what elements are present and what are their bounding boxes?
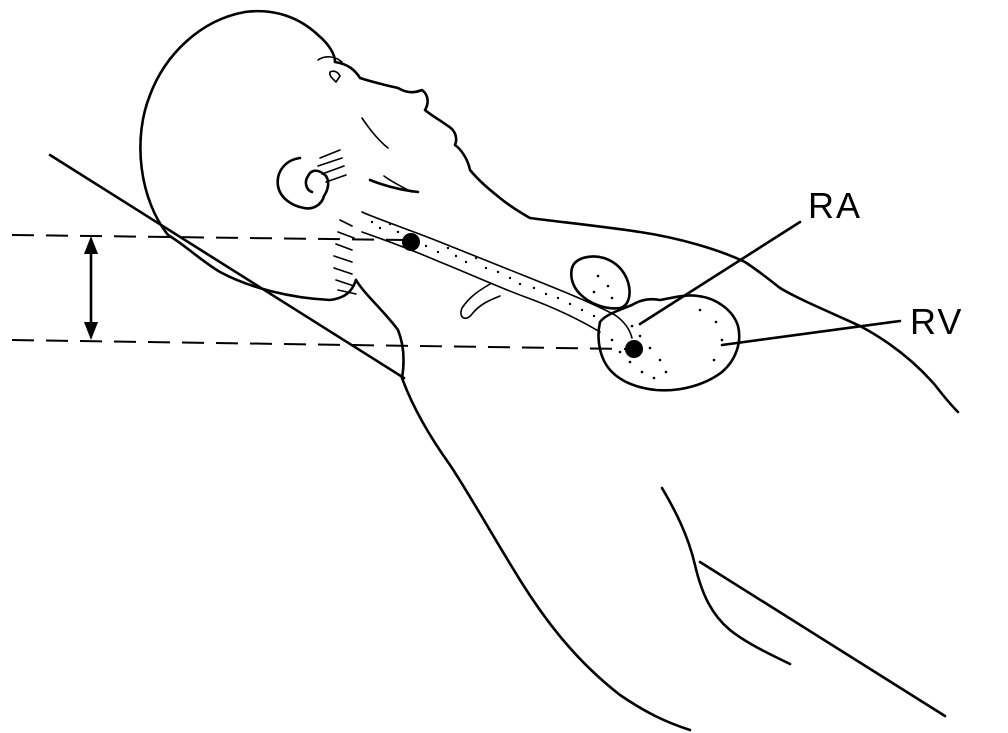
height-measurement-arrow — [84, 236, 98, 340]
hair-lines — [318, 150, 346, 182]
heart-upper-chamber — [571, 256, 629, 308]
subclavian-branch — [461, 284, 500, 318]
head-back-lower — [168, 235, 356, 300]
arm-outline — [662, 488, 790, 664]
rv-label: RV — [910, 301, 963, 342]
heart-stippling — [593, 275, 724, 380]
jugular-pulse-level-dot — [402, 233, 420, 251]
right-atrium-reference-dot — [625, 340, 643, 358]
bed-incline-line — [50, 155, 404, 378]
ra-label: RA — [808, 185, 862, 226]
eye-detail — [318, 57, 342, 82]
heart-outline — [599, 295, 740, 390]
jugular-vein — [362, 212, 632, 338]
bed-lower-line — [700, 562, 945, 716]
vein-stippling — [371, 221, 595, 317]
torso-side-outline — [402, 378, 690, 730]
neck-shading — [334, 220, 356, 294]
head-outline — [140, 11, 530, 235]
lower-dashed-level-line — [12, 340, 625, 349]
